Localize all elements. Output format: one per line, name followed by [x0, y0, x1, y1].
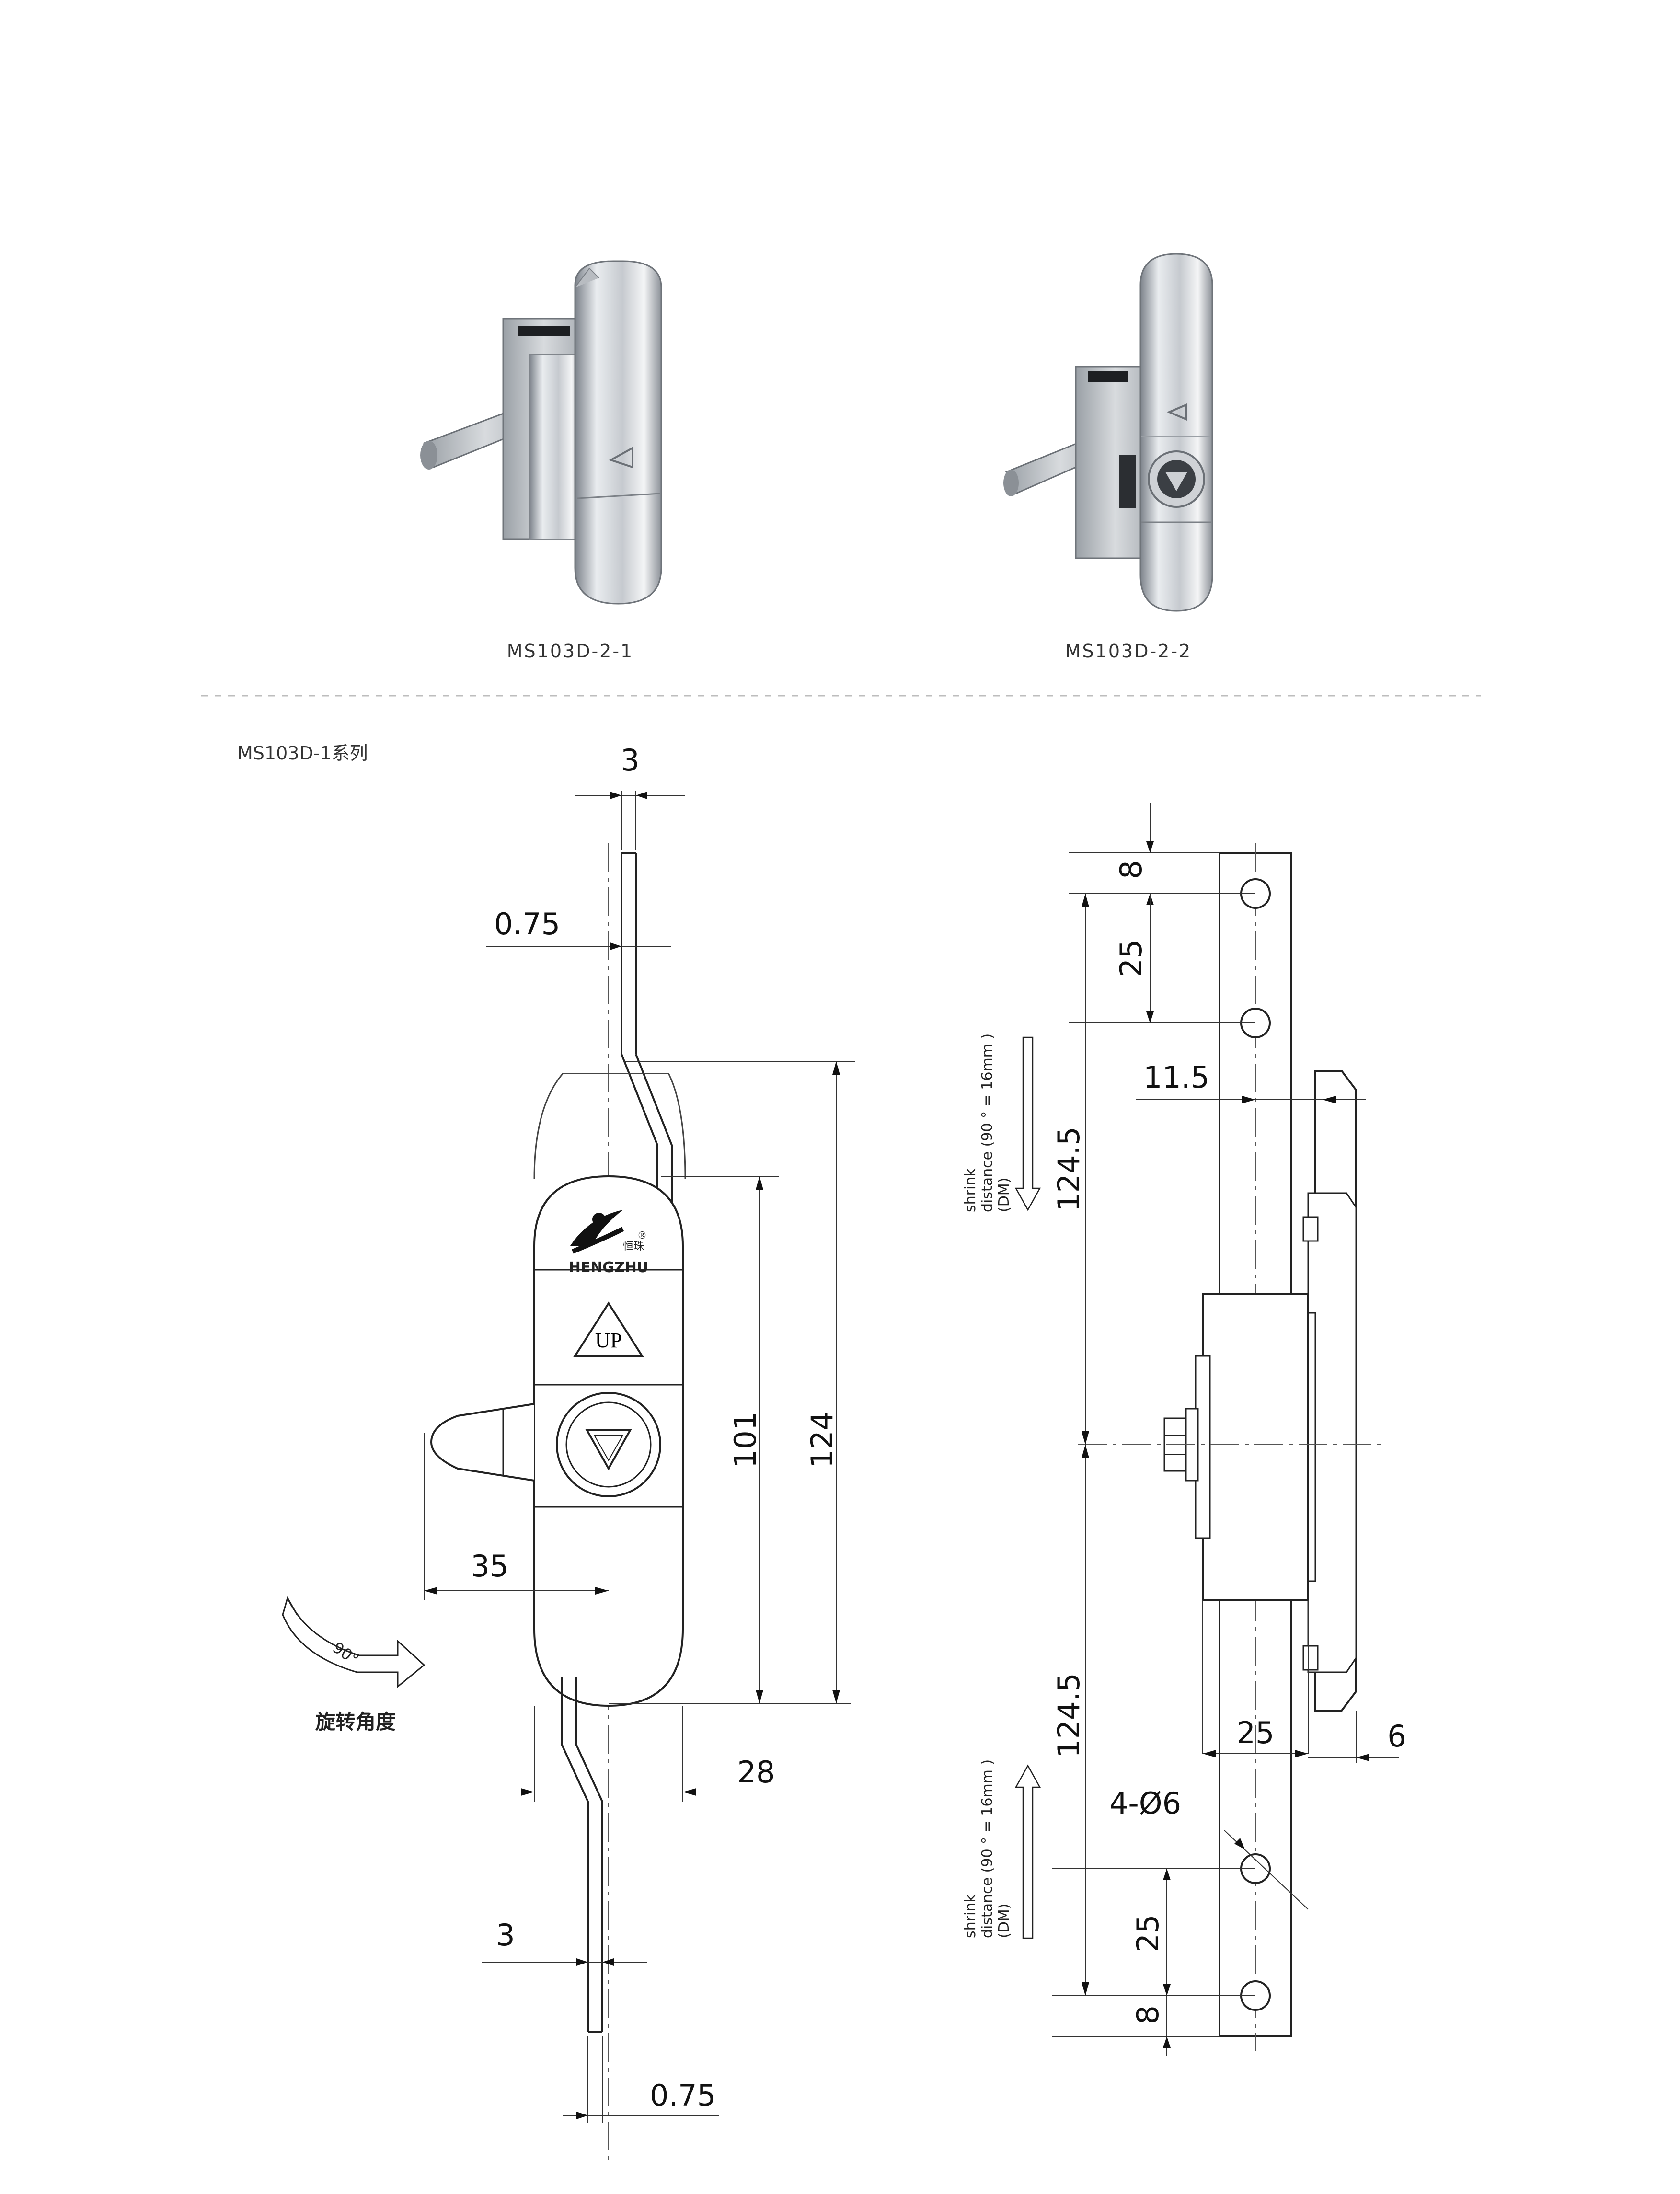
product-code-1: MS103D-2-1	[507, 641, 633, 662]
svg-text:4-Ø6: 4-Ø6	[1109, 1786, 1181, 1821]
dim-handle-length: 101	[728, 1176, 763, 1703]
svg-text:0.75: 0.75	[650, 2078, 716, 2113]
svg-text:shrink: shrink	[962, 1168, 979, 1212]
hengzhu-logo: 恒珠 ® HENGZHU	[569, 1210, 649, 1276]
svg-text:25: 25	[1130, 1915, 1165, 1953]
dim-top-hole-offset: 8	[1114, 803, 1154, 905]
dim-hole-pitch-bottom: 25	[1130, 1869, 1171, 1996]
product-render-ms103d-2-1	[420, 260, 662, 605]
svg-text:25: 25	[1237, 1715, 1275, 1750]
rotation-arrow-icon: 90°	[282, 1596, 426, 1689]
product-code-2: MS103D-2-2	[1065, 641, 1192, 662]
svg-text:8: 8	[1114, 860, 1149, 879]
svg-text:6: 6	[1387, 1719, 1406, 1754]
key-cylinder	[556, 1392, 661, 1497]
front-view: 恒珠 ® HENGZHU UP	[282, 743, 855, 2166]
dim-overall-length: 124	[805, 1061, 840, 1703]
dim-arm-reach: 35	[424, 1549, 609, 1595]
svg-text:distance (90 ° = 16mm ): distance (90 ° = 16mm )	[979, 1759, 996, 1938]
svg-text:8: 8	[1130, 2005, 1165, 2024]
svg-text:28: 28	[737, 1755, 775, 1790]
dim-bottom-offset: 0.75	[563, 2078, 719, 2119]
dim-hole-pitch-top: 25	[1114, 894, 1154, 1023]
dim-lower-travel: 124.5	[1051, 1445, 1089, 1996]
svg-text:HENGZHU: HENGZHU	[569, 1259, 649, 1276]
dim-offset: 11.5	[1136, 1060, 1366, 1103]
svg-text:3: 3	[621, 743, 639, 778]
shrink-arrow-down-icon	[1014, 1036, 1041, 1211]
dim-bottom-bar-width: 3	[482, 1918, 647, 1966]
dim-upper-travel: 124.5	[1051, 894, 1089, 1445]
svg-text:3: 3	[496, 1918, 515, 1953]
side-view: 8 25 124.5 11.5 124.5	[962, 803, 1406, 2056]
svg-text:124: 124	[805, 1412, 840, 1468]
svg-text:恒珠: 恒珠	[623, 1241, 644, 1252]
svg-text:(DM): (DM)	[996, 1178, 1013, 1212]
svg-text:(DM): (DM)	[996, 1904, 1013, 1938]
dim-bottom-hole-offset: 8	[1130, 1996, 1171, 2056]
up-triangle-mark: UP	[573, 1301, 644, 1357]
svg-text:shrink: shrink	[962, 1894, 979, 1938]
dim-depth: 25	[1203, 1715, 1308, 1757]
shrink-note-lower: shrink distance (90 ° = 16mm ) (DM)	[962, 1759, 1013, 1938]
svg-text:25: 25	[1114, 940, 1149, 977]
dim-holes-callout: 4-Ø6	[1109, 1786, 1309, 1910]
rotation-caption: 旋转角度	[315, 1710, 396, 1734]
dim-body-width: 28	[484, 1755, 819, 1796]
dim-plate: 6	[1308, 1719, 1406, 1761]
svg-text:124.5: 124.5	[1051, 1673, 1086, 1758]
svg-text:UP: UP	[595, 1329, 622, 1352]
svg-text:distance (90 ° = 16mm ): distance (90 ° = 16mm )	[979, 1034, 996, 1212]
svg-text:11.5: 11.5	[1143, 1060, 1209, 1095]
series-title: MS103D-1系列	[237, 743, 368, 764]
shrink-note-upper: shrink distance (90 ° = 16mm ) (DM)	[962, 1034, 1013, 1212]
dim-top-offset: 0.75	[486, 907, 671, 950]
dim-top-bar-width: 3	[575, 743, 685, 799]
svg-text:0.75: 0.75	[494, 907, 560, 942]
product-render-ms103d-2-2	[1003, 253, 1213, 612]
svg-text:®: ®	[637, 1229, 647, 1241]
shrink-arrow-up-icon	[1014, 1764, 1041, 1939]
svg-text:35: 35	[471, 1549, 509, 1584]
svg-text:101: 101	[728, 1412, 763, 1468]
svg-text:124.5: 124.5	[1051, 1126, 1086, 1212]
